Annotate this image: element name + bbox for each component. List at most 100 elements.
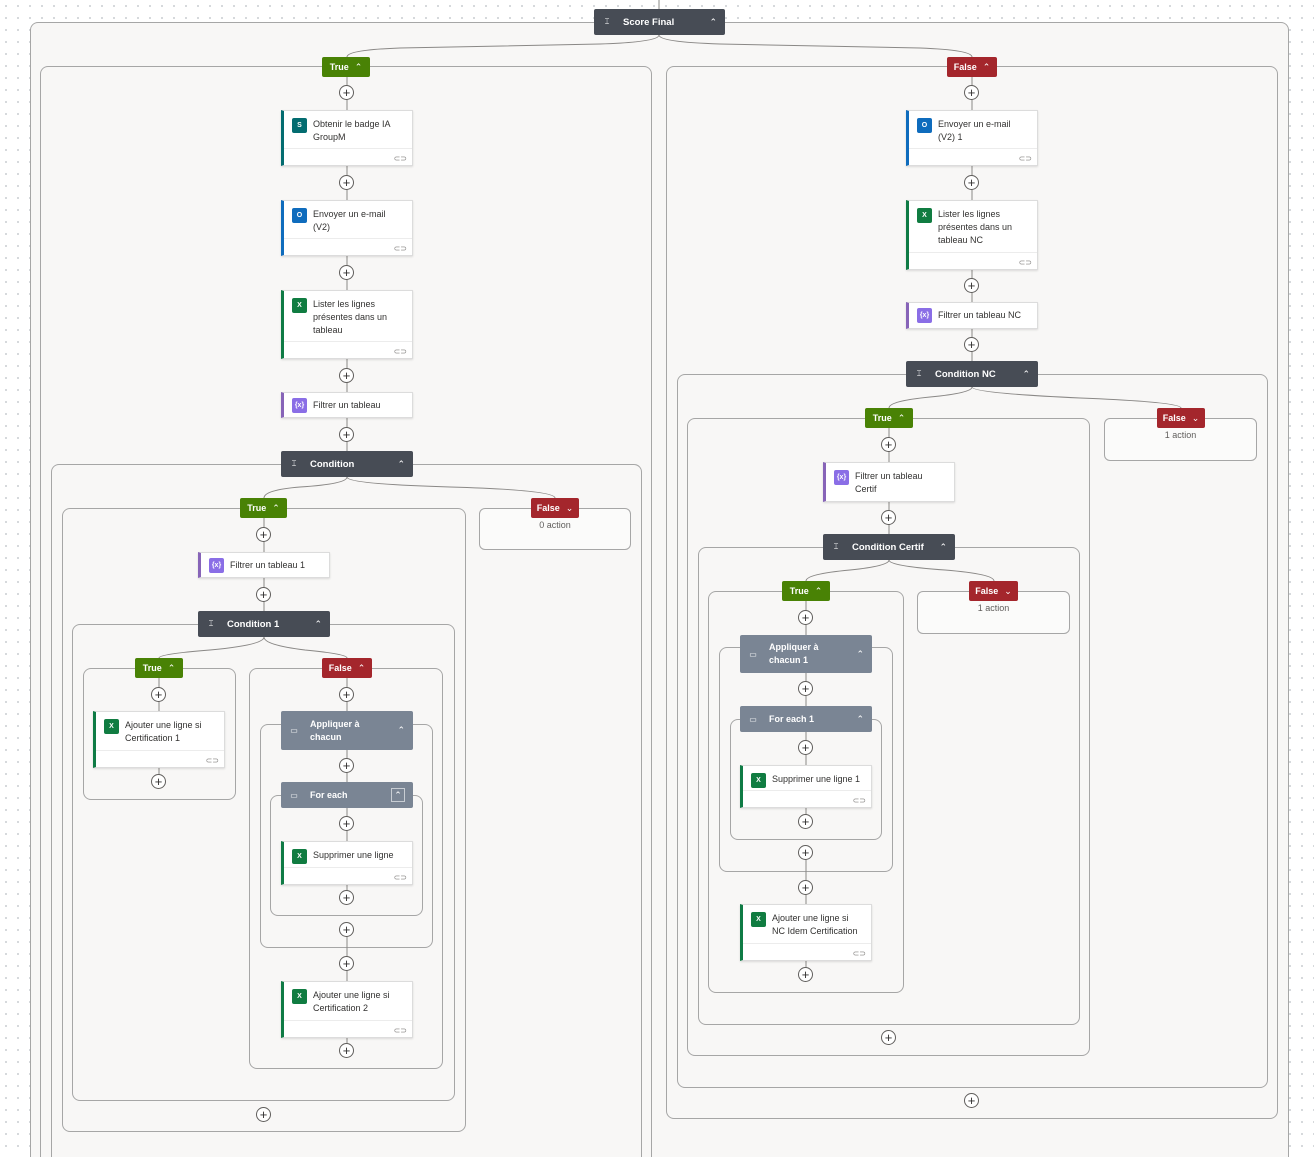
add-action-button[interactable]: + <box>339 890 354 905</box>
action-card-list-rows-nc[interactable]: X Lister les lignes présentes dans un tab… <box>906 200 1038 270</box>
action-label: Filtrer un tableau NC <box>938 310 1022 320</box>
action-card-filter[interactable]: {x}Filtrer un tableau <box>281 392 413 418</box>
chevron-up-icon: ⌃ <box>982 61 991 72</box>
action-label: Envoyer un e-mail (V2) 1 <box>938 119 1011 142</box>
loop-title: For each <box>310 790 348 800</box>
data-operation-icon: {x} <box>834 470 849 485</box>
add-action-button[interactable]: + <box>798 740 813 755</box>
for-each-header[interactable]: ▭ For each ⌃ <box>281 782 413 808</box>
true-branch-label[interactable]: True⌃ <box>782 581 830 601</box>
action-label: Ajouter une ligne si NC Idem Certificati… <box>772 913 858 936</box>
add-action-button[interactable]: + <box>339 1043 354 1058</box>
add-action-button[interactable]: + <box>151 774 166 789</box>
true-branch-label[interactable]: True⌃ <box>135 658 183 678</box>
add-action-button[interactable]: + <box>881 1030 896 1045</box>
chevron-up-icon[interactable]: ⌃ <box>314 618 322 629</box>
false-branch-label[interactable]: False⌄ <box>1157 408 1205 428</box>
action-card-filter-certif[interactable]: {x} Filtrer un tableau Certif <box>823 462 955 502</box>
add-action-button[interactable]: + <box>151 687 166 702</box>
false-label: False <box>1162 413 1186 423</box>
add-action-button[interactable]: + <box>798 814 813 829</box>
chevron-up-icon[interactable]: ⌃ <box>856 713 864 724</box>
outlook-icon: O <box>917 118 932 133</box>
add-action-button[interactable]: + <box>339 816 354 831</box>
add-action-button[interactable]: + <box>339 85 354 100</box>
false-label: False <box>536 503 560 513</box>
chevron-up-icon: ⌃ <box>814 585 823 596</box>
true-branch-label[interactable]: True⌃ <box>865 408 913 428</box>
add-action-button[interactable]: + <box>339 758 354 773</box>
add-action-button[interactable]: + <box>339 922 354 937</box>
condition-icon: ⌶ <box>291 459 297 468</box>
chevron-up-icon[interactable]: ⌃ <box>709 16 717 27</box>
action-label: Ajouter une ligne si Certification 2 <box>313 990 390 1013</box>
add-action-button[interactable]: + <box>964 175 979 190</box>
false-branch-label[interactable]: False ⌄ <box>531 498 579 518</box>
add-action-button[interactable]: + <box>798 845 813 860</box>
add-action-button[interactable]: + <box>798 681 813 696</box>
add-action-button[interactable]: + <box>964 278 979 293</box>
add-action-button[interactable]: + <box>339 956 354 971</box>
true-branch-label[interactable]: True⌃ <box>322 57 370 77</box>
add-action-button[interactable]: + <box>339 175 354 190</box>
add-action-button[interactable]: + <box>339 427 354 442</box>
action-label: Lister les lignes présentes dans un tabl… <box>938 209 1013 245</box>
add-action-button[interactable]: + <box>881 510 896 525</box>
chevron-up-icon[interactable]: ⌃ <box>1022 368 1030 379</box>
condition-1-header[interactable]: ⌶ Condition 1 ⌃ <box>198 611 330 637</box>
add-action-button[interactable]: + <box>964 1093 979 1108</box>
action-label: Supprimer une ligne 1 <box>772 774 861 784</box>
collapse-button[interactable]: ⌃ <box>391 788 405 802</box>
add-action-button[interactable]: + <box>339 368 354 383</box>
true-label: True <box>247 503 267 513</box>
add-action-button[interactable]: + <box>964 337 979 352</box>
action-card-filter-1[interactable]: {x}Filtrer un tableau 1 <box>198 552 330 578</box>
condition-certif-header[interactable]: ⌶ Condition Certif ⌃ <box>823 534 955 560</box>
excel-icon: X <box>917 208 932 223</box>
action-label: Filtrer un tableau Certif <box>855 471 923 494</box>
add-action-button[interactable]: + <box>798 967 813 982</box>
true-label: True <box>872 413 892 423</box>
action-card-filter-nc[interactable]: {x}Filtrer un tableau NC <box>906 302 1038 329</box>
chevron-up-icon[interactable]: ⌃ <box>939 541 947 552</box>
add-action-button[interactable]: + <box>964 85 979 100</box>
apply-to-each-1-header[interactable]: ▭ Appliquer à chacun 1 ⌃ <box>740 635 872 673</box>
false-branch-label[interactable]: False⌃ <box>322 658 372 678</box>
apply-to-each-header[interactable]: ▭ Appliquer à chacun ⌃ <box>281 711 413 750</box>
loop-title: For each 1 <box>769 714 815 724</box>
action-count: 0 action <box>539 520 571 530</box>
add-action-button[interactable]: + <box>339 687 354 702</box>
false-branch-label[interactable]: False⌃ <box>947 57 997 77</box>
add-action-button[interactable]: + <box>256 1107 271 1122</box>
true-branch-label[interactable]: True⌃ <box>240 498 287 518</box>
add-action-button[interactable]: + <box>339 265 354 280</box>
condition-icon: ⌶ <box>916 369 922 378</box>
condition-score-final-header[interactable]: ⌶ Score Final ⌃ <box>594 9 725 35</box>
link-icon: ⊂⊃ <box>393 347 407 356</box>
false-branch-label[interactable]: False⌄ <box>969 581 1018 601</box>
chevron-up-icon[interactable]: ⌃ <box>397 458 405 469</box>
condition-header[interactable]: ⌶ Condition ⌃ <box>281 451 413 477</box>
condition-nc-header[interactable]: ⌶ Condition NC ⌃ <box>906 361 1038 387</box>
add-action-button[interactable]: + <box>256 527 271 542</box>
add-action-button[interactable]: + <box>798 610 813 625</box>
link-icon: ⊂⊃ <box>393 1026 407 1035</box>
chevron-up-icon[interactable]: ⌃ <box>856 648 864 659</box>
chevron-down-icon: ⌄ <box>565 502 574 513</box>
for-each-1-header[interactable]: ▭ For each 1 ⌃ <box>740 706 872 732</box>
action-count: 1 action <box>977 603 1010 613</box>
add-action-button[interactable]: + <box>798 880 813 895</box>
chevron-up-icon[interactable]: ⌃ <box>397 725 405 735</box>
condition-icon: ⌶ <box>604 17 610 26</box>
add-action-button[interactable]: + <box>881 437 896 452</box>
add-action-button[interactable]: + <box>256 587 271 602</box>
